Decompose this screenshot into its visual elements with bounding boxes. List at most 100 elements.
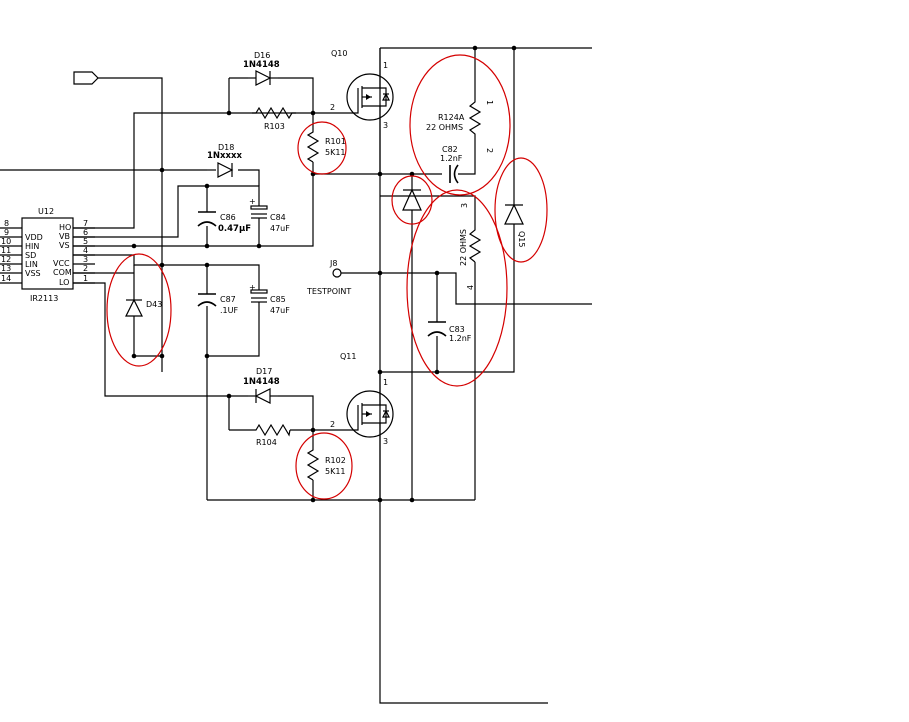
capacitor-c84: + C84 47uF xyxy=(249,197,290,233)
u12-pin-num: 11 xyxy=(1,246,11,255)
mosfet-q11: Q11 1 2 3 xyxy=(330,352,394,446)
diode-d43: D43 xyxy=(125,298,162,317)
q10-ref: Q10 xyxy=(331,49,347,58)
c86-ref: C86 xyxy=(220,213,236,222)
q11-pin2: 2 xyxy=(330,420,335,429)
u12-pin-num: 13 xyxy=(1,264,11,273)
c84-value: 47uF xyxy=(270,224,290,233)
d18-ref: D18 xyxy=(218,143,234,152)
capacitor-c83: C83 1.2nF xyxy=(427,321,472,343)
r102-value: 5K11 xyxy=(325,467,346,476)
diode-unlabeled xyxy=(402,188,422,212)
c86-value: 0.47µF xyxy=(218,224,251,234)
r-mid-pin4: 4 xyxy=(466,285,475,290)
u12-pin-name: LO xyxy=(59,278,69,287)
c83-ref: C83 xyxy=(449,325,465,334)
r103-ref: R103 xyxy=(264,122,285,131)
d18-value: 1Nxxxx xyxy=(207,151,242,161)
capacitor-c82: C82 1.2nF xyxy=(440,145,463,184)
u12-pin-num: 10 xyxy=(1,237,11,246)
highlight-ellipse xyxy=(106,253,172,367)
r-mid-pin3: 3 xyxy=(460,203,469,208)
u12-pin-num: 5 xyxy=(83,237,88,246)
u12-pin-num: 2 xyxy=(83,264,88,273)
r-mid-value: 22 OHMS xyxy=(459,229,468,266)
q10-pin2: 2 xyxy=(330,103,335,112)
j8-label: TESTPOINT xyxy=(306,287,351,296)
resistor-r103: R103 xyxy=(252,106,296,131)
wires xyxy=(0,47,592,704)
r101-ref: R101 xyxy=(325,137,346,146)
c83-value: 1.2nF xyxy=(449,334,472,343)
c85-ref: C85 xyxy=(270,295,286,304)
resistor-r101: R101 5K11 xyxy=(306,128,346,163)
u12-pin-num: 3 xyxy=(83,255,88,264)
d16-ref: D16 xyxy=(254,51,270,60)
u12-part: IR2113 xyxy=(30,294,58,303)
u12-pin-name: VSS xyxy=(25,269,41,278)
u12-pin-num: 7 xyxy=(83,219,88,228)
r124a-pin1: 1 xyxy=(485,100,494,105)
resistor-22ohm: 22 OHMS 3 4 xyxy=(459,203,482,290)
j8-ref: J8 xyxy=(329,259,337,268)
r102-ref: R102 xyxy=(325,456,346,465)
q11-pin1: 1 xyxy=(383,378,388,387)
resistor-r124a: R124A 22 OHMS 1 2 xyxy=(426,95,494,153)
u12-pin-name: COM xyxy=(53,268,72,277)
q10-pin1: 1 xyxy=(383,61,388,70)
c84-ref: C84 xyxy=(270,213,286,222)
u12-pin-num: 8 xyxy=(4,219,9,228)
c84-plus: + xyxy=(249,197,256,206)
u12-pin-name: HO xyxy=(59,223,71,232)
r124a-ref: R124A xyxy=(438,113,465,122)
highlight-marks xyxy=(106,54,548,500)
d17-ref: D17 xyxy=(256,367,272,376)
u12-pin-name: HIN xyxy=(25,242,39,251)
diode-q15: Q15 xyxy=(504,203,526,247)
u12-pin-name: VS xyxy=(59,241,70,250)
c87-ref: C87 xyxy=(220,295,236,304)
c85-value: 47uF xyxy=(270,306,290,315)
u12-pin-name: SD xyxy=(25,251,36,260)
mosfet-q10: Q10 1 2 3 xyxy=(330,49,394,130)
u12-pin-num: 1 xyxy=(83,274,88,283)
u12-pin-num: 14 xyxy=(1,274,11,283)
input-flag xyxy=(73,71,99,85)
d16-value: 1N4148 xyxy=(243,60,280,70)
diode-d18: D18 1Nxxxx xyxy=(207,143,242,178)
u12-pin-num: 12 xyxy=(1,255,11,264)
u12-pin-name: VCC xyxy=(53,259,70,268)
d43-ref: D43 xyxy=(146,300,162,309)
q10-pin3: 3 xyxy=(383,121,388,130)
c82-ref: C82 xyxy=(442,145,458,154)
u12-pin-name: LIN xyxy=(25,260,38,269)
capacitor-c87: C87 .1UF xyxy=(197,293,238,315)
u12-pin-num: 4 xyxy=(83,246,88,255)
highlight-ellipse xyxy=(391,175,433,225)
r104-ref: R104 xyxy=(256,438,277,447)
c85-plus: + xyxy=(249,283,256,292)
r124a-value: 22 OHMS xyxy=(426,123,463,132)
capacitor-c85: + C85 47uF xyxy=(249,283,290,315)
highlight-ellipse xyxy=(295,432,353,500)
q11-pin3: 3 xyxy=(383,437,388,446)
c82-value: 1.2nF xyxy=(440,154,463,163)
testpoint-j8: J8 TESTPOINT xyxy=(306,259,351,296)
highlight-ellipse xyxy=(409,54,511,196)
c87-value: .1UF xyxy=(220,306,238,315)
u12-pin-num: 9 xyxy=(4,228,9,237)
u12-ic: U12 IR2113 8 9 10 11 12 13 14 VDD HIN SD… xyxy=(0,207,95,303)
diode-d16: D16 1N4148 xyxy=(243,51,280,86)
capacitor-c86: C86 0.47µF xyxy=(197,211,251,234)
highlight-ellipse xyxy=(297,121,347,175)
u12-pin-num: 6 xyxy=(83,228,88,237)
u12-pin-name: VB xyxy=(59,232,70,241)
r124a-pin2: 2 xyxy=(485,148,494,153)
resistor-r102: R102 5K11 xyxy=(306,446,346,481)
u12-ref: U12 xyxy=(38,207,54,216)
q11-ref: Q11 xyxy=(340,352,356,361)
highlight-ellipse xyxy=(406,189,508,387)
r101-value: 5K11 xyxy=(325,148,346,157)
q15-ref: Q15 xyxy=(517,231,526,247)
